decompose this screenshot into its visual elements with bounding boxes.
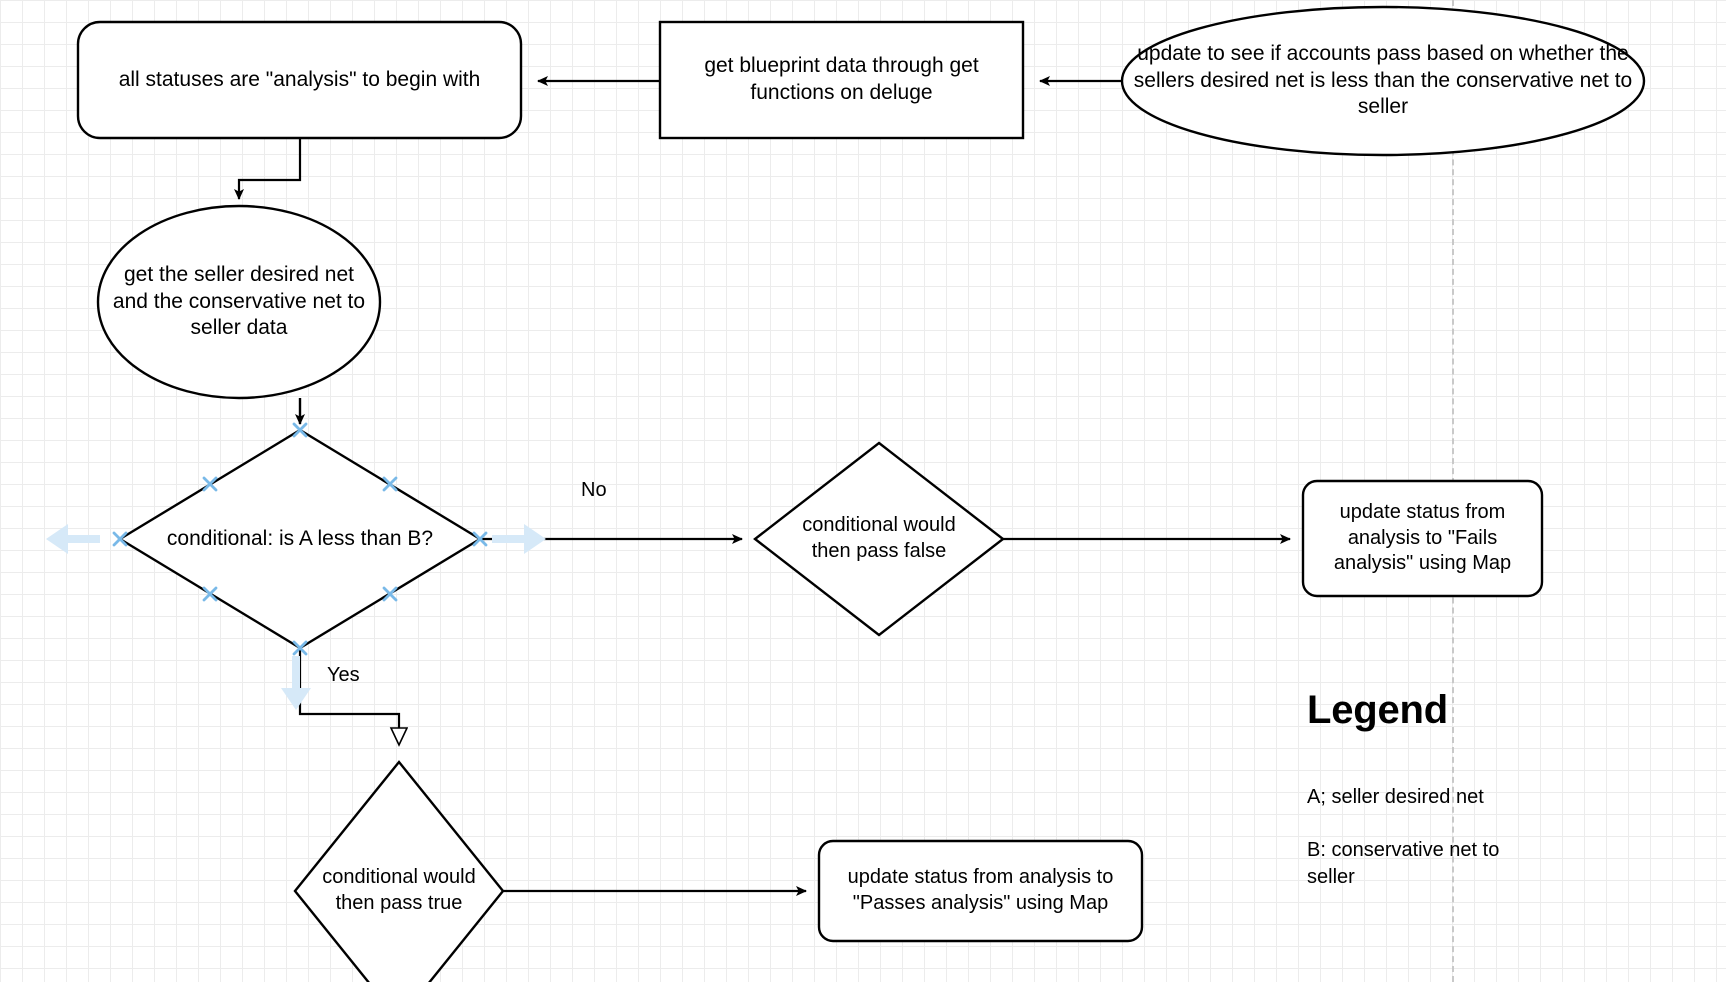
hover-arrow-down[interactable] (281, 656, 311, 710)
handle-right[interactable] (472, 531, 488, 547)
handle-top[interactable] (292, 422, 308, 438)
handle-top-left[interactable] (202, 476, 218, 492)
edge-label-yes: Yes (327, 664, 360, 686)
connection-handles[interactable] (112, 422, 488, 656)
legend-title: Legend (1307, 688, 1449, 732)
shape-start-box[interactable] (76, 20, 523, 140)
shape-get-data-ellipse[interactable] (96, 204, 382, 400)
handle-top-right[interactable] (382, 476, 398, 492)
handle-left[interactable] (112, 531, 128, 547)
shape-main-conditional-diamond[interactable] (117, 428, 483, 650)
shape-blueprint-box[interactable] (658, 20, 1025, 140)
handle-bottom-left[interactable] (202, 586, 218, 602)
shape-update-note-ellipse[interactable] (1120, 5, 1646, 157)
handle-bottom-right[interactable] (382, 586, 398, 602)
edge-label-no: No (581, 479, 607, 501)
shape-passes-box[interactable] (817, 839, 1144, 943)
hover-arrow-right[interactable] (492, 524, 546, 554)
hover-arrow-left[interactable] (46, 524, 100, 554)
edge-conditional-to-passtrue[interactable] (298, 648, 399, 744)
shape-pass-false-diamond[interactable] (753, 441, 1005, 637)
shape-fails-box[interactable] (1301, 479, 1544, 598)
handle-bottom[interactable] (292, 640, 308, 656)
shape-pass-true-diamond[interactable] (293, 760, 505, 982)
legend-entry-b: B: conservative net to seller (1307, 839, 1500, 888)
legend-entry-a: A; seller desired net (1307, 786, 1484, 808)
edge-start-to-getdata[interactable] (234, 138, 302, 200)
